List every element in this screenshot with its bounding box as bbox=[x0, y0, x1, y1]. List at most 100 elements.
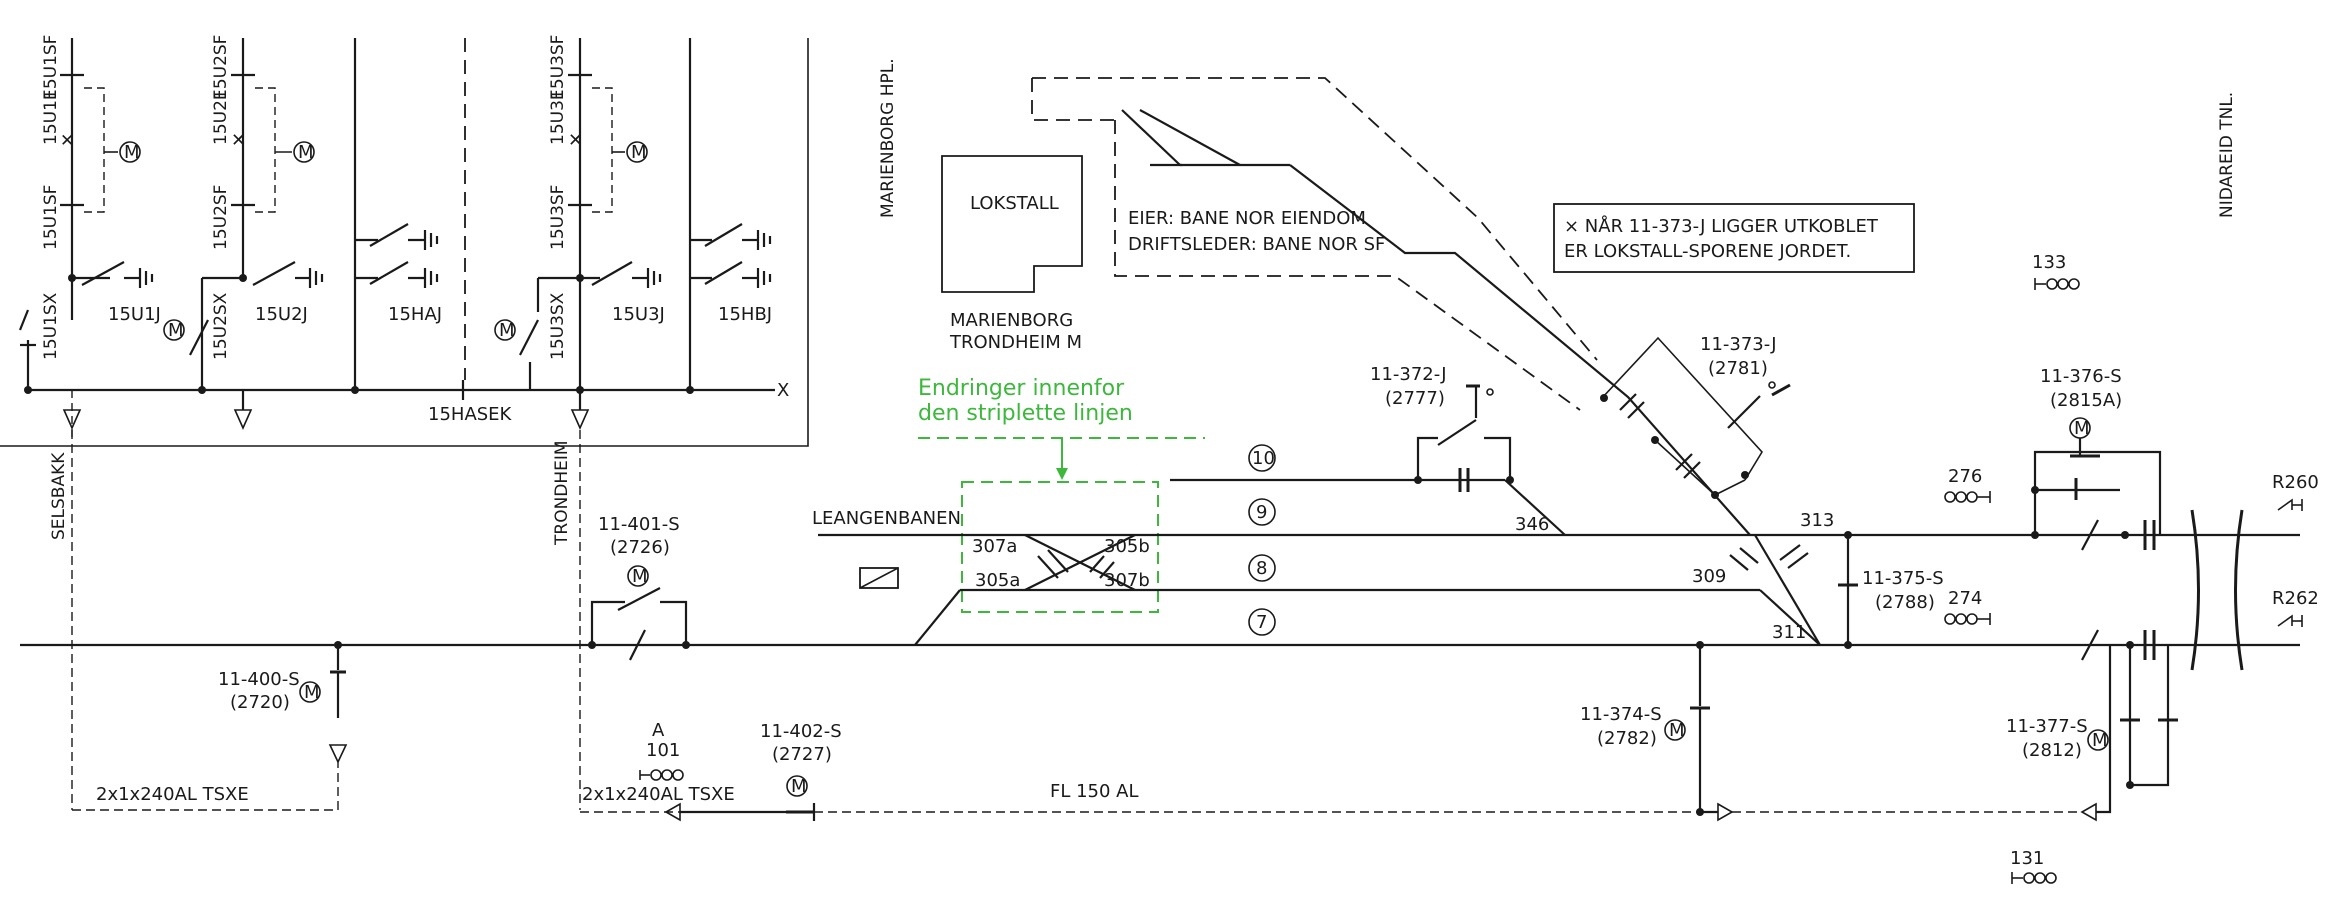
point-307a: 307a bbox=[972, 536, 1017, 557]
switch-11-376-s: 11-376-S (2815A) M bbox=[2031, 366, 2162, 551]
feeder-u1: ✕ M 15U1J 15U1E 15U1SF 15U1SF 15U1SX bbox=[18, 35, 161, 440]
switchgear-panel: 15HASEK X ✕ M 15U1J 15U1E 15U1SF 15U1SF bbox=[0, 35, 809, 447]
feeder-u1-cross: ✕ bbox=[60, 131, 74, 151]
change-note-line1: Endringer innenfor bbox=[918, 376, 1125, 401]
breaker-u2-label: 15U2SX bbox=[211, 292, 231, 360]
switch-11-401-s-num: (2726) bbox=[610, 537, 670, 558]
switch-11-372-j-num: (2777) bbox=[1385, 388, 1445, 409]
track-8-label: 8 bbox=[1256, 558, 1267, 579]
bus-coupler-label: 15HASEK bbox=[428, 404, 513, 425]
signal-133-label: 133 bbox=[2032, 252, 2066, 273]
signal-276: 276 bbox=[1944, 466, 1991, 503]
lokstall-building bbox=[941, 155, 1083, 293]
tunnel-insulators bbox=[2143, 509, 2244, 671]
switch-11-402-s-num: (2727) bbox=[772, 744, 832, 765]
signal-133: 133 bbox=[2032, 252, 2080, 290]
earthing-note-line2: ER LOKSTALL-SPORENE JORDET. bbox=[1564, 241, 1851, 262]
cable-1-label: 2x1x240AL TSXE bbox=[96, 784, 249, 805]
point-346: 346 bbox=[1515, 514, 1549, 535]
feeder-u2: ✕ M 15U2J M 15U2SF 15U2E 15U2SF 15U2SX bbox=[163, 35, 324, 430]
earthing-note-box bbox=[1553, 203, 1915, 273]
lokstall-label: LOKSTALL bbox=[970, 193, 1059, 214]
switch-11-377-s-num: (2812) bbox=[2022, 740, 2082, 761]
point-307b: 307b bbox=[1104, 570, 1150, 591]
signal-r262-label: R262 bbox=[2272, 588, 2319, 609]
switch-11-375-s: 11-375-S (2788) bbox=[1838, 531, 1944, 649]
earth-switch-u3-label: 15U3J bbox=[612, 304, 665, 325]
signal-274-label: 274 bbox=[1948, 588, 1982, 609]
switch-11-376-s-label: 11-376-S bbox=[2040, 366, 2122, 387]
feeder-u2-sf-top: 15U2SF bbox=[211, 35, 231, 100]
switch-11-402-s-label: 11-402-S bbox=[760, 721, 842, 742]
feeder-u2-e: 15U2E bbox=[211, 89, 231, 145]
track-layout: 10 9 LEANGENBANEN 8 7 307a 305b 305a 307… bbox=[20, 444, 2300, 647]
switch-11-373-j-label: 11-373-J bbox=[1700, 334, 1777, 355]
switch-11-400-s-label: 11-400-S bbox=[218, 669, 300, 690]
signal-r260-label: R260 bbox=[2272, 472, 2319, 493]
switch-11-375-s-num: (2788) bbox=[1875, 592, 1935, 613]
switch-11-401-s: 11-401-S (2726) M bbox=[588, 514, 690, 661]
signal-a-letter: A bbox=[652, 720, 665, 741]
earth-switch-u1-label: 15U1J bbox=[108, 304, 161, 325]
signal-a-101: A 101 bbox=[639, 720, 684, 781]
earthing-note-line1: × NÅR 11-373-J LIGGER UTKOBLET bbox=[1564, 215, 1879, 237]
marienborg-label: MARIENBORG bbox=[950, 310, 1073, 331]
signal-131-label: 131 bbox=[2010, 848, 2044, 869]
switch-11-401-s-label: 11-401-S bbox=[598, 514, 680, 535]
switch-11-372-j: 11-372-J (2777) bbox=[1370, 364, 1514, 492]
busbar-end-label: X bbox=[777, 380, 789, 401]
lokstall-tracks bbox=[1031, 77, 1751, 536]
motor-400: M bbox=[304, 682, 320, 703]
earth-switch-ha: 15HAJ bbox=[353, 38, 442, 390]
motor-402: M bbox=[791, 776, 807, 797]
switch-11-375-s-label: 11-375-S bbox=[1862, 568, 1944, 589]
signal-a-num: 101 bbox=[646, 740, 680, 761]
feeder-line: FL 150 AL bbox=[580, 645, 2112, 822]
earth-switch-ha-label: 15HAJ bbox=[388, 304, 442, 325]
motor-u2: M bbox=[298, 142, 314, 163]
trondheim-label: TRONDHEIM bbox=[552, 440, 572, 546]
motor-401: M bbox=[632, 566, 648, 587]
point-305b: 305b bbox=[1104, 536, 1150, 557]
switch-11-372-j-label: 11-372-J bbox=[1370, 364, 1447, 385]
signal-274: 274 bbox=[1944, 588, 1991, 625]
change-note-line2: den striplette linjen bbox=[918, 401, 1133, 426]
switch-11-400-s-num: (2720) bbox=[230, 692, 290, 713]
track-7-label: 7 bbox=[1256, 612, 1267, 633]
owner-note-line1: EIER: BANE NOR EIENDOM bbox=[1128, 208, 1366, 229]
change-area: Endringer innenfor den striplette linjen bbox=[918, 376, 1205, 613]
selsbakk-label: SELSBAKK bbox=[49, 452, 69, 540]
cable-drops: SELSBAKK TRONDHEIM 2x1x240AL TSXE 2x1x24… bbox=[49, 430, 735, 811]
point-313: 313 bbox=[1800, 510, 1834, 531]
breaker-u3-label: 15U3SX bbox=[548, 292, 568, 360]
leangenbanen-label: LEANGENBANEN bbox=[812, 508, 961, 529]
switch-11-402-s: 11-402-S (2727) M bbox=[760, 721, 842, 821]
feeder-u3-sf-top: 15U3SF bbox=[548, 35, 568, 100]
signal-r260: R260 bbox=[2272, 472, 2319, 511]
cable-2-label: 2x1x240AL TSXE bbox=[582, 784, 735, 805]
nidareid-label: NIDAREID TNL. bbox=[2217, 92, 2237, 218]
switch-11-376-s-num: (2815A) bbox=[2050, 390, 2122, 411]
point-305a: 305a bbox=[975, 570, 1020, 591]
earth-switch-u2-label: 15U2J bbox=[255, 304, 308, 325]
earth-switch-hb: 15HBJ bbox=[688, 38, 772, 390]
feeder-line-label: FL 150 AL bbox=[1050, 781, 1139, 802]
breaker-u1-label: 15U1SX bbox=[41, 292, 61, 360]
feeder-u2-sf-bottom: 15U2SF bbox=[211, 185, 231, 250]
switch-11-400-s: 11-400-S (2720) M bbox=[218, 641, 346, 718]
feeder-u1-sf-bottom: 15U1SF bbox=[41, 185, 61, 250]
track-9-label: 9 bbox=[1256, 502, 1267, 523]
point-309: 309 bbox=[1692, 566, 1726, 587]
switch-11-374-s-num: (2782) bbox=[1597, 728, 1657, 749]
signal-r262: R262 bbox=[2272, 588, 2319, 627]
signal-276-label: 276 bbox=[1948, 466, 1982, 487]
feeder-u3: ✕ M 15U3J M 15U3SF 15U3E 15U3SF 15U3SX bbox=[494, 35, 665, 430]
trondheim-m-label: TRONDHEIM M bbox=[949, 332, 1082, 353]
point-311: 311 bbox=[1772, 622, 1806, 643]
marienborg-hpl-label: MARIENBORG HPL. bbox=[878, 58, 898, 218]
track-10-label: 10 bbox=[1252, 448, 1275, 469]
owner-note-line2: DRIFTSLEDER: BANE NOR SF bbox=[1128, 234, 1385, 255]
switch-11-377-s: 11-377-S (2812) M bbox=[2006, 629, 2178, 789]
switch-11-377-s-label: 11-377-S bbox=[2006, 716, 2088, 737]
